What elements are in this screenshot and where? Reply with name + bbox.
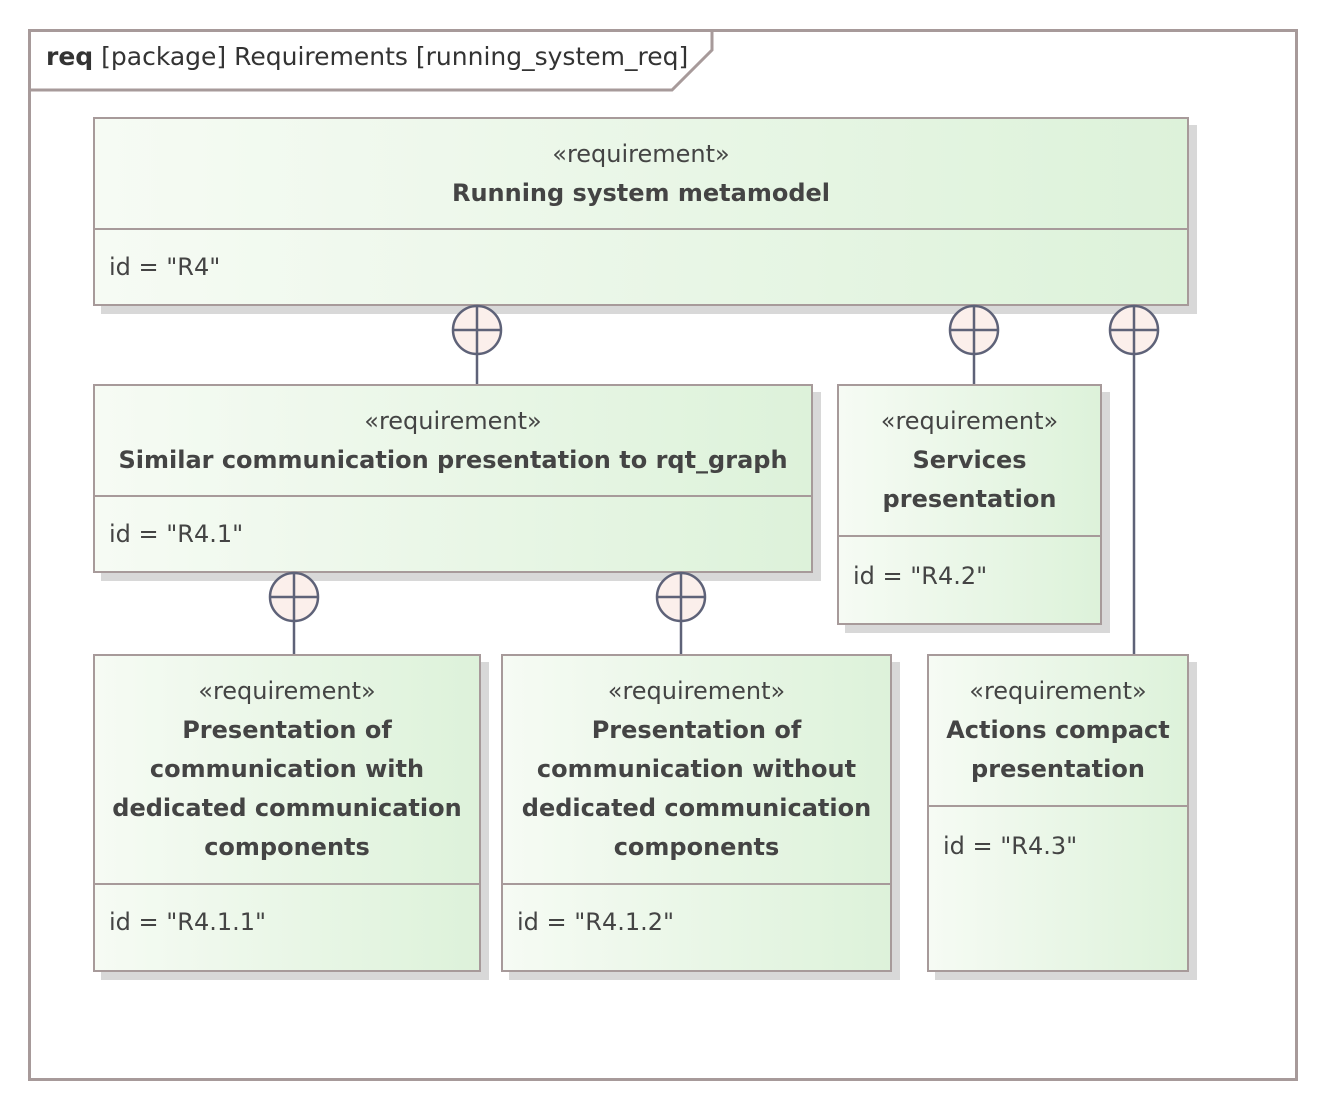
requirement-r4-3[interactable]: «requirement» Actions compact presentati…	[927, 654, 1189, 972]
requirement-name: Running system metamodel	[451, 178, 831, 207]
requirement-stereotype: «requirement»	[607, 677, 786, 705]
requirement-name: components	[613, 833, 780, 861]
requirement-stereotype: «requirement»	[880, 407, 1059, 435]
requirement-stereotype: «requirement»	[364, 406, 542, 435]
requirement-name: communication with	[149, 755, 425, 783]
containment-link-r4-r4-1[interactable]	[451, 304, 503, 384]
requirement-r4-1-2[interactable]: «requirement» Presentation of communicat…	[501, 654, 892, 972]
containment-link-r4-1-r4-1-2[interactable]	[655, 571, 707, 654]
requirement-r4-1[interactable]: «requirement» Similar communication pres…	[93, 384, 813, 573]
requirement-stereotype: «requirement»	[969, 677, 1147, 705]
requirement-r4-2[interactable]: «requirement» Services presentation id =…	[837, 384, 1102, 625]
requirement-id: id = "R4.1.1"	[109, 908, 267, 936]
frame-title: req [package] Requirements [running_syst…	[46, 42, 688, 71]
requirement-stereotype: «requirement»	[198, 677, 376, 705]
containment-link-r4-r4-2[interactable]	[948, 304, 1000, 384]
frame-keyword: req	[46, 42, 94, 71]
requirement-name: presentation	[882, 485, 1057, 513]
requirement-name: Similar communication presentation to rq…	[118, 445, 788, 474]
requirement-name: dedicated communication	[521, 794, 872, 822]
requirement-id: id = "R4.1"	[109, 520, 244, 548]
requirement-id: id = "R4.2"	[853, 562, 988, 590]
requirement-name: communication without	[536, 755, 857, 783]
requirement-stereotype: «requirement»	[552, 139, 730, 168]
requirement-name: dedicated communication	[112, 794, 462, 822]
requirement-name: presentation	[971, 755, 1145, 783]
diagram-frame	[28, 29, 1298, 1081]
frame-name: [package] Requirements [running_system_r…	[101, 42, 689, 71]
requirement-name: Services	[912, 446, 1027, 474]
requirement-name: Actions compact	[946, 716, 1170, 744]
requirement-name: Presentation of	[591, 716, 802, 744]
requirement-name: components	[204, 833, 370, 861]
containment-link-r4-r4-3[interactable]	[1108, 304, 1160, 654]
requirement-r4[interactable]: «requirement» Running system metamodel i…	[93, 117, 1189, 306]
requirement-id: id = "R4.1.2"	[517, 908, 675, 936]
requirement-name: Presentation of	[182, 716, 392, 744]
requirement-id: id = "R4.3"	[943, 832, 1078, 860]
requirement-id: id = "R4"	[109, 253, 221, 281]
requirement-r4-1-1[interactable]: «requirement» Presentation of communicat…	[93, 654, 481, 972]
containment-link-r4-1-r4-1-1[interactable]	[268, 571, 320, 654]
